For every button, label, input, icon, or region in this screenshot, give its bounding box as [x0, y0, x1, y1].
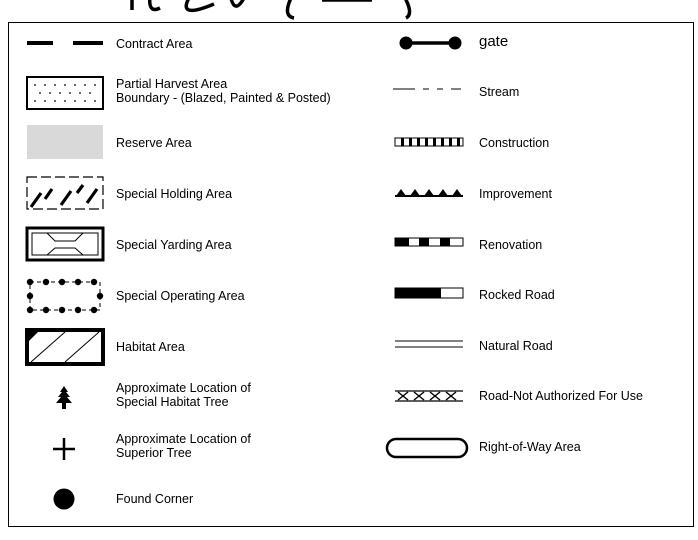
habitat-tree-label: Approximate Location of	[116, 381, 251, 395]
gate-label: gate	[479, 33, 509, 50]
special-operating-label: Special Operating Area	[116, 289, 245, 303]
partial-harvest-label-line2: Boundary - (Blazed, Painted & Posted)	[116, 91, 331, 105]
construction-label: Construction	[479, 136, 550, 150]
not-authorized-road-label: Road-Not Authorized For Use	[479, 389, 643, 403]
natural-road-label: Natural Road	[479, 339, 553, 353]
special-holding-hatched-box-icon	[26, 176, 104, 210]
renovation-line-icon	[394, 237, 464, 247]
stream-label: Stream	[479, 85, 520, 99]
gate-icon	[399, 36, 462, 50]
construction-line-icon	[394, 137, 464, 147]
cropped-header-glyphs	[130, 0, 412, 20]
habitat-tree-label-line2: Special Habitat Tree	[116, 395, 229, 409]
right-of-way-label: Right-of-Way Area	[479, 440, 581, 454]
partial-harvest-label: Partial Harvest Area	[116, 77, 228, 91]
contract-area-dash-icon	[27, 41, 103, 45]
filled-circle-icon	[53, 488, 75, 510]
special-holding-label: Special Holding Area	[116, 187, 233, 201]
special-yarding-label: Special Yarding Area	[116, 238, 232, 252]
contract-area-label: Contract Area	[116, 37, 193, 51]
right-of-way-capsule-icon	[385, 437, 469, 459]
renovation-label: Renovation	[479, 238, 543, 252]
plus-icon	[53, 438, 75, 460]
reserve-gray-box-icon	[27, 125, 103, 159]
found-corner-label: Found Corner	[116, 492, 194, 506]
habitat-diagonal-box-icon	[25, 328, 105, 366]
reserve-area-label: Reserve Area	[116, 136, 192, 150]
superior-tree-label: Approximate Location of	[116, 432, 251, 446]
improvement-line-icon	[395, 189, 463, 197]
cropped-header-remnant	[0, 0, 698, 22]
not-authorized-road-line-icon	[395, 390, 463, 402]
natural-road-line-icon	[395, 340, 463, 348]
legend-frame: Contract Area Partial Harvest Area Bound…	[8, 22, 694, 527]
partial-harvest-dotted-box-icon	[26, 76, 104, 110]
improvement-label: Improvement	[479, 187, 552, 201]
superior-tree-label-line2: Superior Tree	[116, 446, 192, 460]
special-operating-dotted-box-icon	[26, 278, 104, 314]
habitat-area-label: Habitat Area	[116, 340, 185, 354]
tree-icon	[56, 386, 72, 409]
rocked-road-line-icon	[394, 287, 464, 299]
special-yarding-box-icon	[25, 226, 105, 262]
rocked-road-label: Rocked Road	[479, 288, 555, 302]
stream-line-icon	[393, 88, 461, 90]
